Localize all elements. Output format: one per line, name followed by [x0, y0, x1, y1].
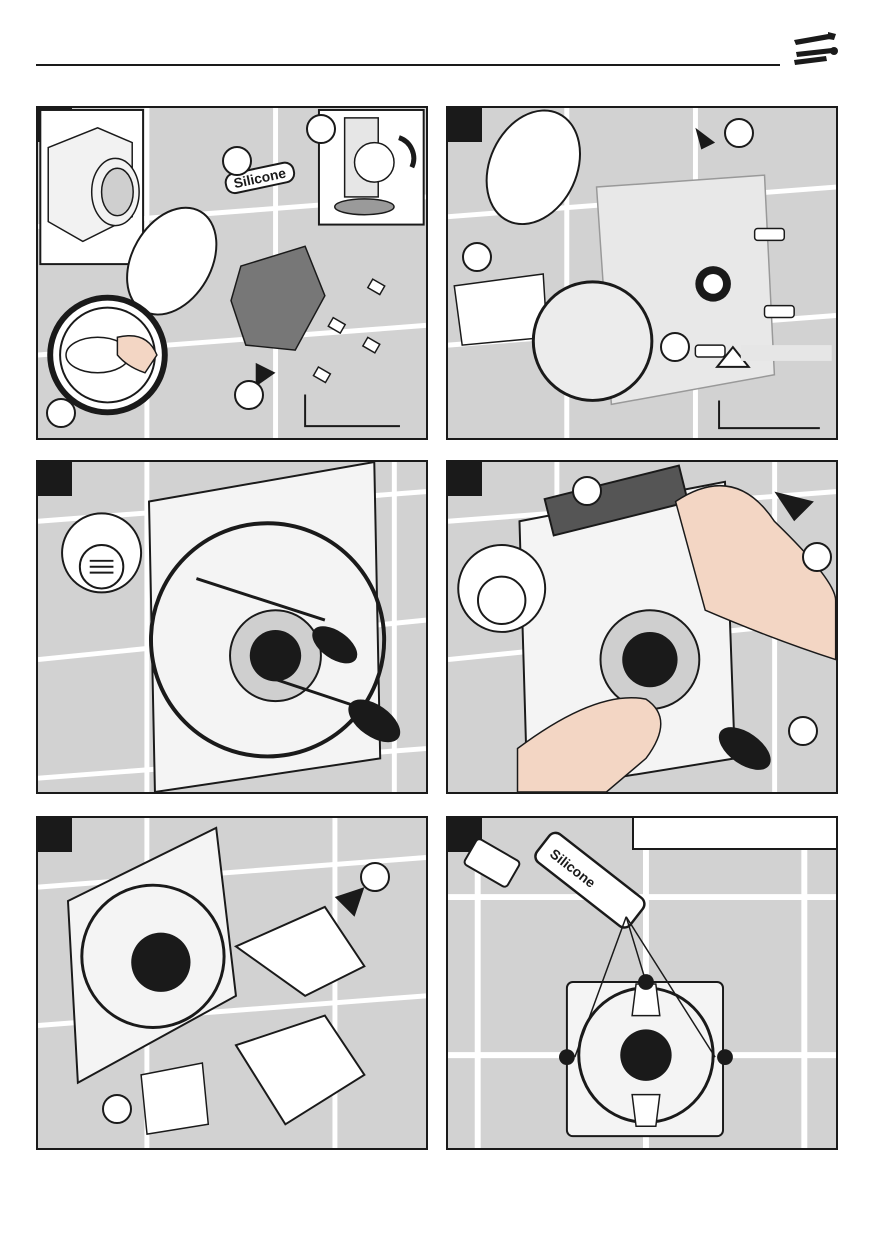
step-panel-5: [36, 816, 428, 1150]
installation-illustration: [66, 826, 366, 1136]
callout-marker: [46, 398, 76, 428]
callout-marker: [802, 542, 832, 572]
installation-illustration: Silicone: [463, 831, 733, 1138]
silicone-cartridge: Silicone: [534, 831, 646, 929]
installation-illustration: [457, 464, 836, 792]
installation-illustration: Silicone: [39, 108, 425, 428]
installation-illustration: [61, 462, 401, 792]
callout-marker: [660, 332, 690, 362]
step-panel-6: Silicone: [446, 816, 838, 1150]
wrench-screwdriver-icon: [794, 32, 838, 65]
callout-marker: [572, 476, 602, 506]
header-rule: [36, 64, 780, 66]
step-number-badge: [448, 108, 482, 142]
callout-marker: [462, 242, 492, 272]
step-number-badge: [38, 818, 72, 852]
installation-illustration: [453, 109, 832, 430]
callout-marker: [788, 716, 818, 746]
callout-marker: [724, 118, 754, 148]
step-number-badge: [448, 462, 482, 496]
step-panel-3: [36, 460, 428, 794]
step-panel-1: Silicone: [36, 106, 428, 440]
info-label-box: [632, 818, 836, 850]
callout-marker: [234, 380, 264, 410]
step-panel-4: [446, 460, 838, 794]
callout-marker: [360, 862, 390, 892]
step-panel-2: [446, 106, 838, 440]
callout-marker: [222, 146, 252, 176]
step-number-badge: [38, 462, 72, 496]
callout-marker: [102, 1094, 132, 1124]
callout-marker: [306, 114, 336, 144]
